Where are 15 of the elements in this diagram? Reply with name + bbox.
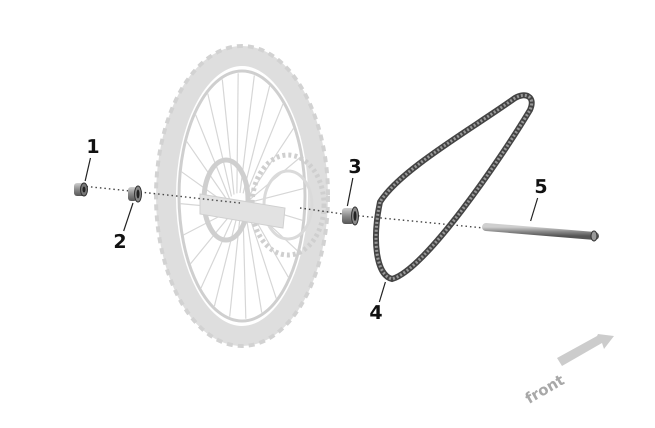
callout-number: 2 — [111, 231, 129, 253]
callout-number: 5 — [532, 176, 550, 198]
callout-number: 1 — [84, 136, 102, 158]
nut-drawing — [73, 181, 88, 198]
callout-number: 3 — [346, 156, 364, 178]
leader-line — [378, 282, 386, 302]
leader-line — [346, 178, 354, 206]
spacer-drawing — [341, 206, 359, 226]
chain-drawing — [370, 90, 537, 282]
spacer-drawing — [127, 185, 142, 203]
axle-drawing — [483, 221, 600, 243]
leader-line — [123, 202, 134, 232]
leader-line — [84, 158, 92, 182]
leader-line — [530, 198, 538, 222]
callout-number: 4 — [367, 302, 385, 324]
